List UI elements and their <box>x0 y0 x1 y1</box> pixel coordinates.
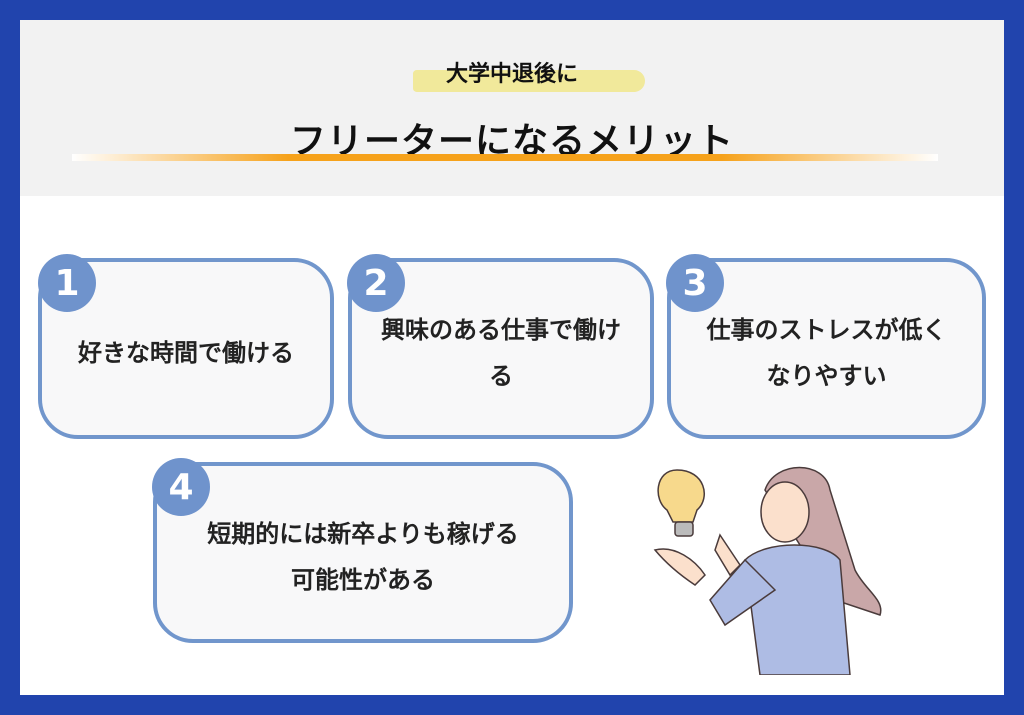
header: 大学中退後に フリーターになるメリット <box>20 20 1004 196</box>
merit-card-3: 仕事のストレスが低くなりやすい <box>667 258 986 439</box>
face <box>760 481 810 543</box>
merit-text: 短期的には新卒よりも稼げる可能性がある <box>207 519 519 594</box>
merit-card-1: 好きな時間で働ける <box>38 258 334 439</box>
number-badge-1: 1 <box>38 254 96 312</box>
sweater <box>744 544 851 675</box>
subtitle-wrap: 大学中退後に <box>20 56 1004 88</box>
hand <box>653 548 706 586</box>
pointing-hand <box>714 533 741 577</box>
number-badge-4: 4 <box>152 458 210 516</box>
merit-card-4: 短期的には新卒よりも稼げる可能性がある <box>153 462 573 643</box>
merit-text: 仕事のストレスが低くなりやすい <box>706 315 947 390</box>
subtitle-highlight <box>413 70 645 92</box>
merit-text: 興味のある仕事で働ける <box>381 315 621 390</box>
lightbulb-icon <box>657 469 706 537</box>
woman-lightbulb-illustration <box>653 466 882 675</box>
number-badge-3: 3 <box>666 254 724 312</box>
title-underline <box>72 154 938 161</box>
subtitle: 大学中退後に <box>445 62 578 87</box>
merit-text: 好きな時間で働ける <box>78 338 294 367</box>
number-badge-2: 2 <box>347 254 405 312</box>
